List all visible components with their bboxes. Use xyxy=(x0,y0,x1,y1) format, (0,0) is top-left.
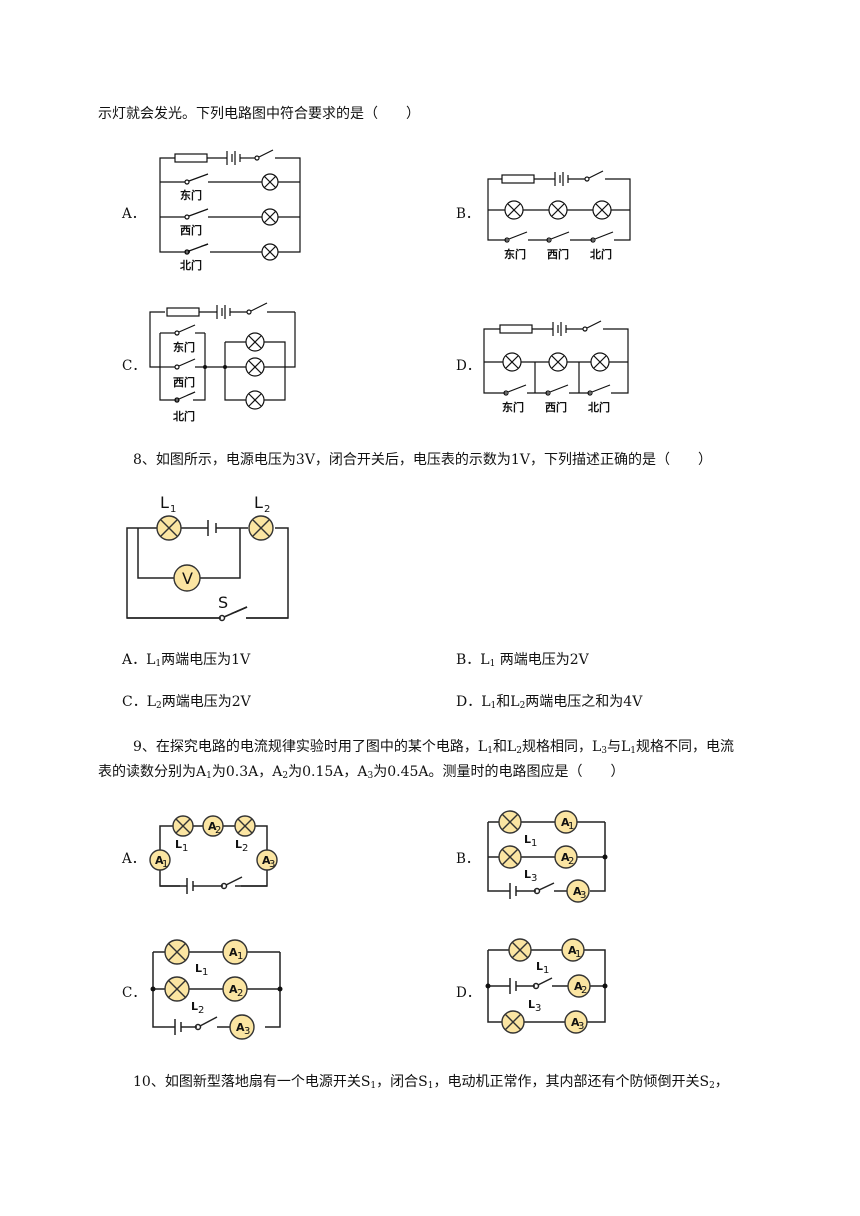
q7a-north-label: 北门 xyxy=(180,258,202,272)
q9c-l1-L: L xyxy=(195,962,202,975)
svg-text:1: 1 xyxy=(237,951,243,962)
q9c-a2-A: A xyxy=(229,983,238,996)
svg-text:3: 3 xyxy=(531,873,537,884)
q9d-a3-A: A xyxy=(571,1016,580,1029)
svg-text:2: 2 xyxy=(198,1005,204,1016)
q7c-west-label: 西门 xyxy=(173,375,195,389)
q9c-l2-L: L xyxy=(191,1000,198,1013)
q7-circuit-d: 东门 西门 北门 xyxy=(483,320,629,414)
q9d-a2-A: A xyxy=(574,980,583,993)
q8-l1-sub: 1 xyxy=(170,504,176,515)
q9b-a3-A: A xyxy=(573,885,582,898)
q9a-a2-A: A xyxy=(208,820,217,833)
q9-option-c-label: C． xyxy=(122,985,146,1001)
q7a-west-label: 西门 xyxy=(180,223,202,237)
q7b-north-label: 北门 xyxy=(590,247,612,261)
q7-option-a-label: A． xyxy=(122,206,146,222)
q8-circuit: V L 1 L 2 S xyxy=(126,493,289,623)
q7-circuit-b: 东门 西门 北门 xyxy=(487,170,631,261)
svg-text:3: 3 xyxy=(580,890,586,901)
svg-text:1: 1 xyxy=(575,949,581,960)
svg-text:1: 1 xyxy=(531,838,537,849)
svg-text:3: 3 xyxy=(578,1021,584,1032)
q8-l1-label: L xyxy=(160,493,169,512)
q8-option-d[interactable]: D．L1和L2两端电压之和为4V xyxy=(456,694,643,711)
q9d-a1-A: A xyxy=(568,944,577,957)
q7d-west-label: 西门 xyxy=(545,400,567,414)
svg-text:1: 1 xyxy=(543,965,549,976)
q9d-l3-L: L xyxy=(528,998,535,1011)
svg-text:3: 3 xyxy=(535,1003,541,1014)
q9b-a1-A: A xyxy=(561,816,570,829)
svg-text:2: 2 xyxy=(215,825,221,836)
q9b-l1-L: L xyxy=(524,833,531,846)
q9a-a3-A: A xyxy=(262,854,271,867)
q9-stem-line1: 9、在探究电路的电流规律实验时用了图中的某个电路，L1和L2规格相同，L3与L1… xyxy=(133,739,735,756)
q10-stem: 10、如图新型落地扇有一个电源开关S1，闭合S1，电动机正常作，其内部还有个防倾… xyxy=(133,1074,729,1091)
q8-l2-label: L xyxy=(254,493,263,512)
q8-option-b[interactable]: B．L1 两端电压为2V xyxy=(456,652,589,669)
q9-option-b-label: B． xyxy=(456,851,480,867)
q7d-east-label: 东门 xyxy=(502,400,524,414)
q9d-l1-L: L xyxy=(536,960,543,973)
q7-option-b-label: B． xyxy=(456,206,480,222)
svg-text:2: 2 xyxy=(581,985,587,996)
q9c-a3-A: A xyxy=(236,1021,245,1034)
q7c-east-label: 东门 xyxy=(173,340,195,354)
q8-option-a[interactable]: A．L1两端电压为1V xyxy=(122,652,251,669)
svg-text:2: 2 xyxy=(568,856,574,867)
svg-text:3: 3 xyxy=(244,1026,250,1037)
svg-text:1: 1 xyxy=(568,821,574,832)
q7-circuit-c: 东门 西门 北门 xyxy=(149,302,296,423)
q7-stem-tail: 示灯就会发光。下列电路图中符合要求的是（ ） xyxy=(98,106,420,122)
svg-text:1: 1 xyxy=(182,843,188,854)
q7b-east-label: 东门 xyxy=(504,247,526,261)
svg-text:2: 2 xyxy=(237,988,243,999)
q7-option-c-label: C． xyxy=(122,358,146,374)
svg-text:1: 1 xyxy=(202,967,208,978)
q7b-west-label: 西门 xyxy=(547,247,569,261)
q9a-a1-A: A xyxy=(155,854,164,867)
svg-text:3: 3 xyxy=(269,859,275,870)
svg-text:1: 1 xyxy=(162,859,168,870)
q9-stem-line2: 表的读数分别为A1为0.3A，A2为0.15A，A3为0.45A。测量时的电路图… xyxy=(98,764,625,781)
q8-stem: 8、如图所示，电源电压为3V，闭合开关后，电压表的示数为1V，下列描述正确的是（… xyxy=(133,452,712,468)
q9-option-a-label: A． xyxy=(122,851,146,867)
q9-option-d-label: D． xyxy=(456,985,481,1001)
q7d-north-label: 北门 xyxy=(588,400,610,414)
q7c-north-label: 北门 xyxy=(173,409,195,423)
q8-switch-label: S xyxy=(218,593,228,612)
q8-l2-sub: 2 xyxy=(264,504,270,515)
q7-option-d-label: D． xyxy=(456,358,481,374)
q7-circuit-a: 东门 西门 北门 xyxy=(159,149,301,272)
q9a-l1-L: L xyxy=(175,838,182,851)
q9c-a1-A: A xyxy=(229,946,238,959)
q9b-l3-L: L xyxy=(524,868,531,881)
svg-text:2: 2 xyxy=(242,843,248,854)
q8-option-c[interactable]: C．L2两端电压为2V xyxy=(122,694,251,711)
q8-voltmeter-label: V xyxy=(182,569,193,588)
q9a-l2-L: L xyxy=(235,838,242,851)
q7a-east-label: 东门 xyxy=(180,188,202,202)
q9b-a2-A: A xyxy=(561,851,570,864)
